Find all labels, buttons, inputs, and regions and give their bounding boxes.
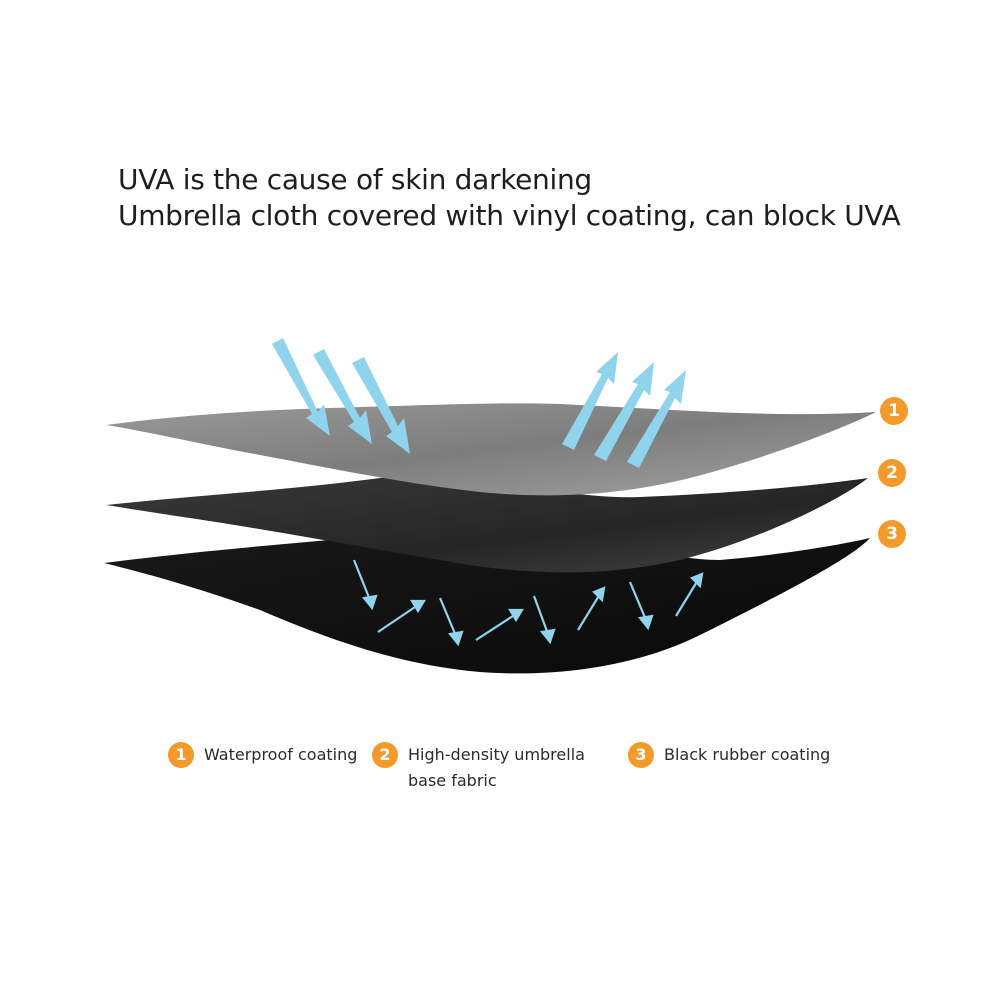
legend-item-2: 2 High-density umbrella base fabric [372, 742, 585, 794]
uv-arrow-out-1 [562, 352, 618, 450]
small-arrow-up-1 [377, 599, 426, 633]
legend-badge-1: 1 [168, 742, 194, 768]
headline-line-2: Umbrella cloth covered with vinyl coatin… [118, 199, 901, 232]
breathable-arrows [352, 559, 704, 647]
legend-label-2-line-1: High-density umbrella [408, 745, 585, 764]
small-arrow-down-1 [352, 559, 378, 611]
incoming-uv-arrows [272, 338, 410, 454]
small-arrow-up-4 [675, 572, 704, 617]
uv-arrow-out-2 [594, 362, 654, 461]
headline: UVA is the cause of skin darkening Umbre… [118, 162, 901, 234]
layer-3-badge: 3 [878, 520, 906, 548]
legend-item-1: 1 Waterproof coating [168, 742, 357, 768]
legend-label-1: Waterproof coating [204, 745, 358, 764]
layer-3-black-rubber [104, 528, 870, 674]
layer-2-base-fabric [106, 476, 868, 573]
legend-label-3: Black rubber coating [664, 745, 831, 764]
uv-arrow-in-3 [352, 357, 410, 454]
small-arrow-down-2 [438, 597, 464, 647]
legend-label-2: High-density umbrella base fabric [408, 742, 585, 794]
small-arrow-up-3 [577, 586, 606, 631]
legend-badge-3: 3 [628, 742, 654, 768]
uv-arrow-in-1 [272, 338, 330, 436]
layer-2-badge: 2 [878, 459, 906, 487]
layer-1-waterproof [106, 403, 876, 496]
uv-arrow-in-2 [313, 349, 372, 444]
legend-item-3: 3 Black rubber coating [628, 742, 830, 768]
small-arrow-down-4 [628, 581, 654, 631]
small-arrow-up-2 [475, 608, 524, 641]
reflected-uv-arrows [562, 352, 686, 468]
legend-badge-2: 2 [372, 742, 398, 768]
layer-1-badge: 1 [880, 397, 908, 425]
uv-arrow-out-3 [627, 370, 686, 468]
legend-label-2-line-2: base fabric [408, 771, 497, 790]
headline-line-1: UVA is the cause of skin darkening [118, 163, 592, 196]
small-arrow-down-3 [532, 595, 556, 645]
